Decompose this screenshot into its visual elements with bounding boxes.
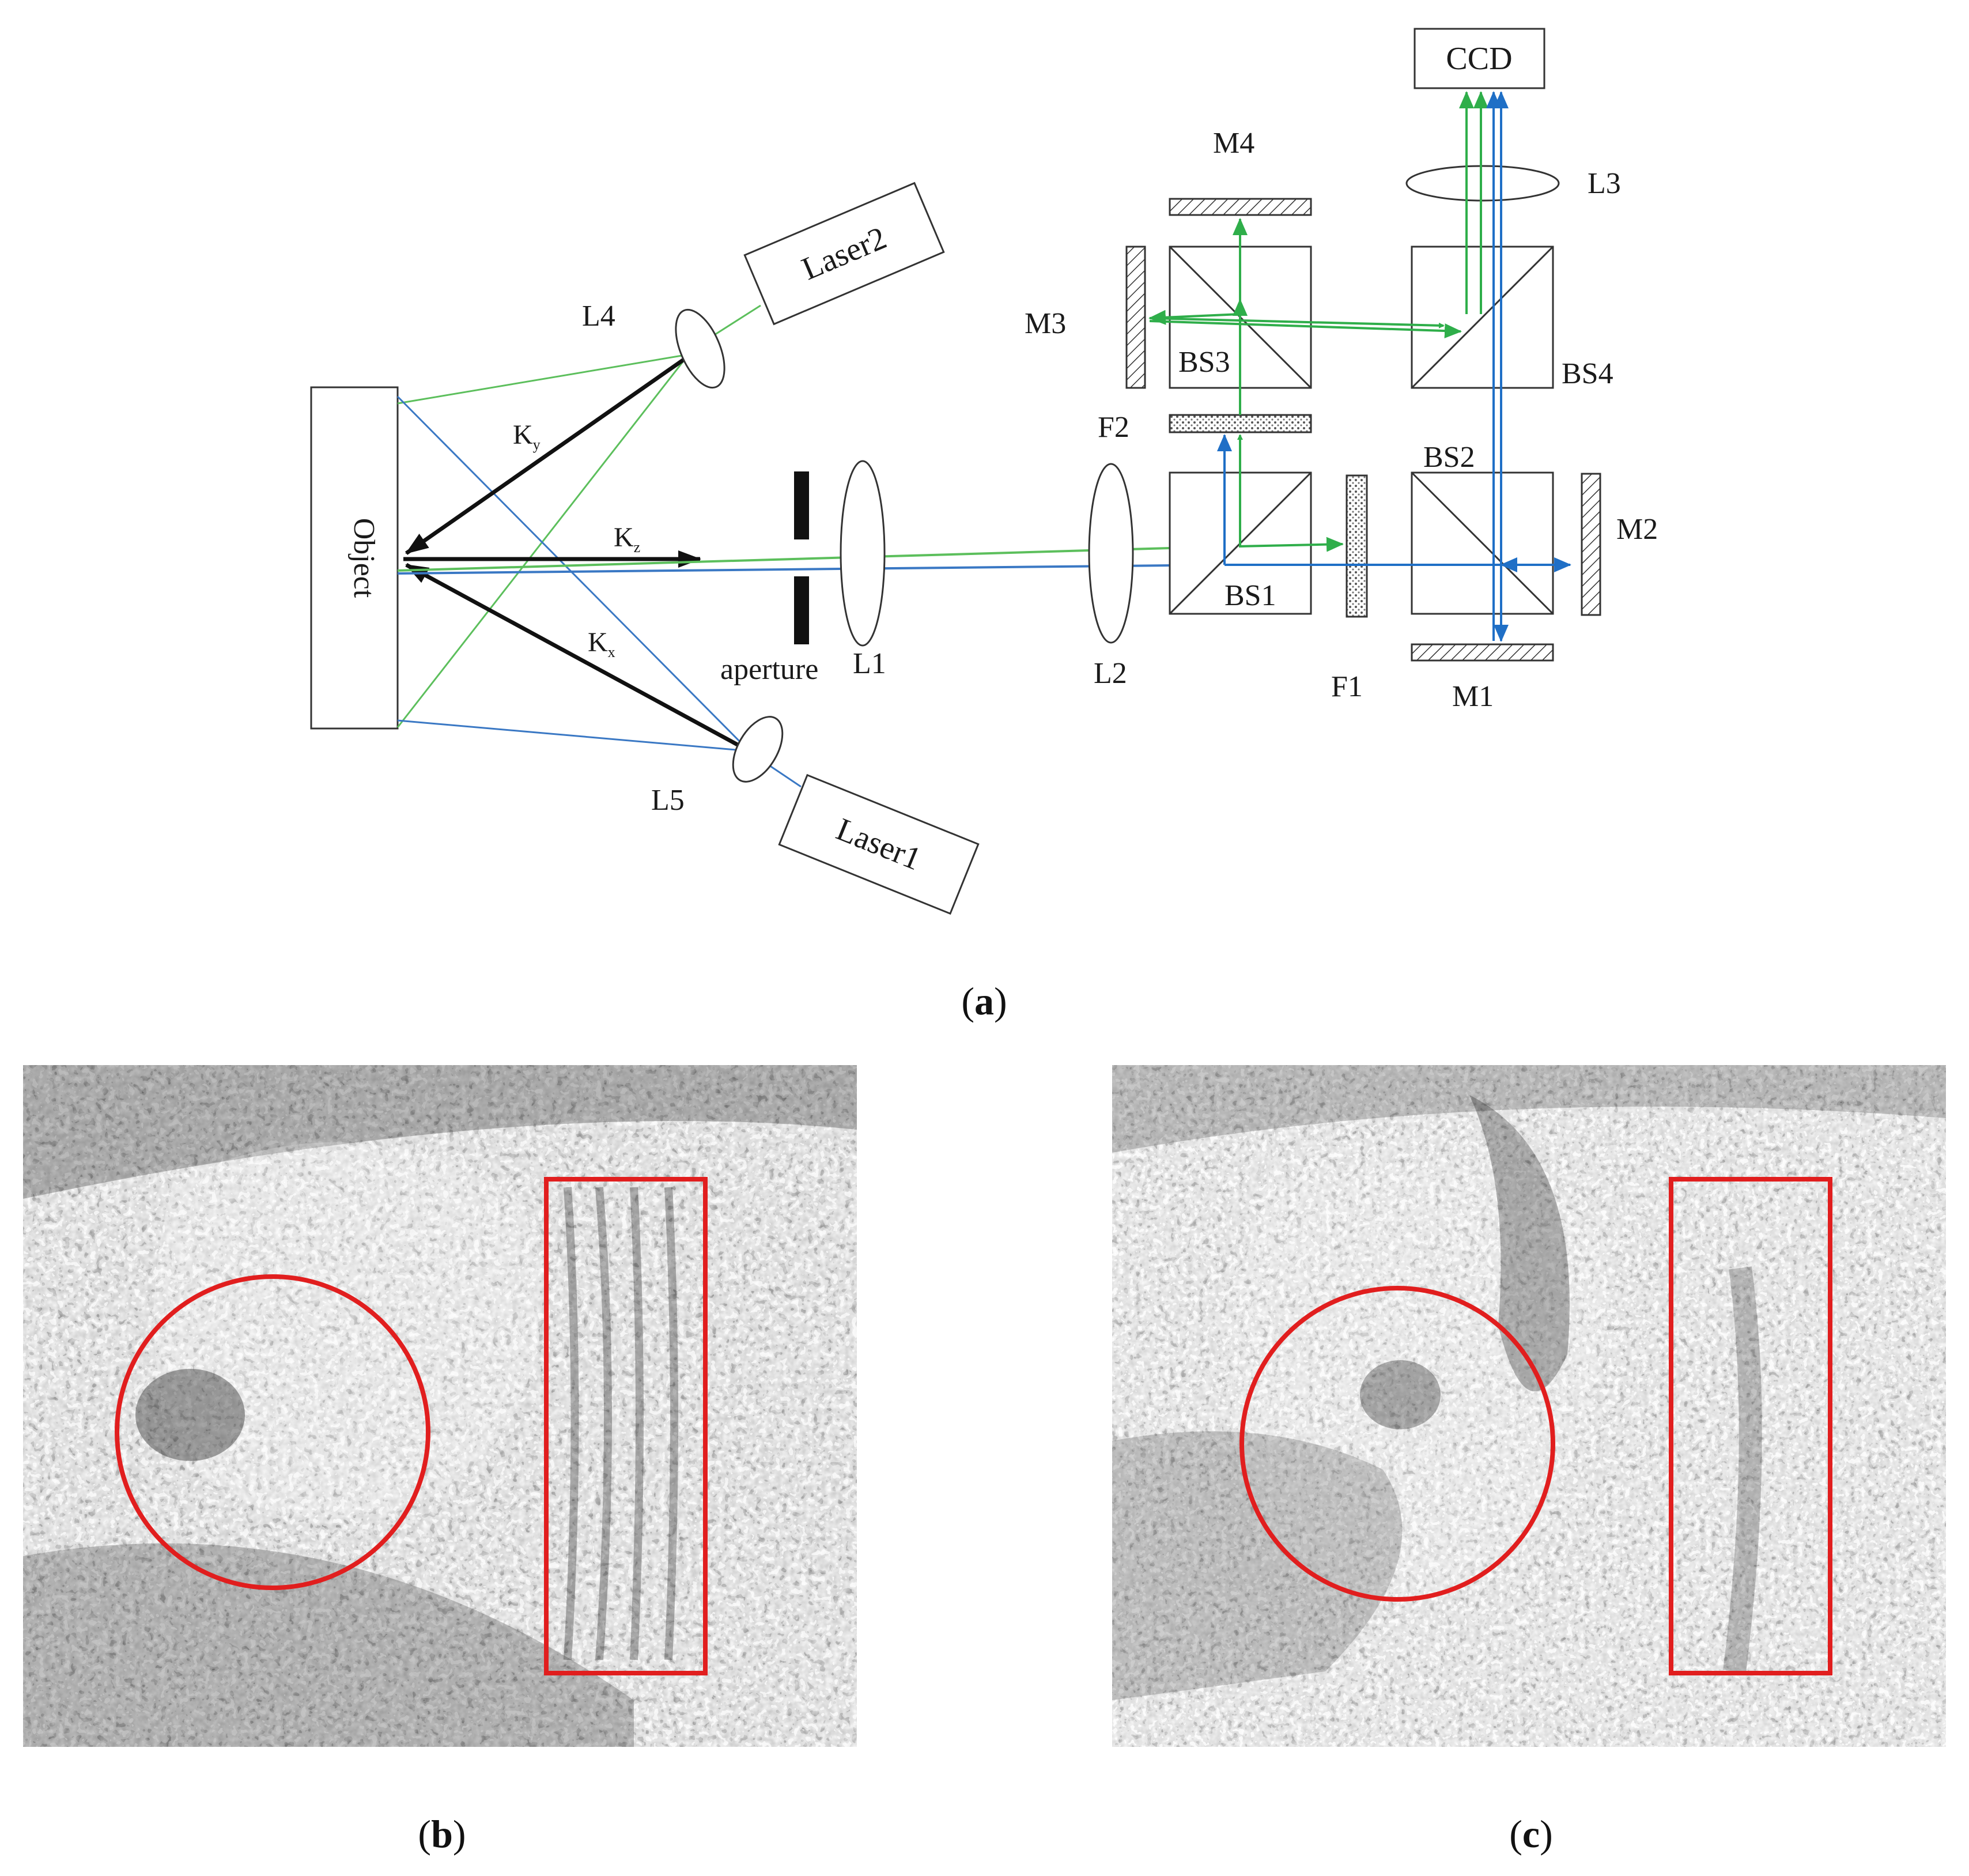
bs2-label: BS2	[1423, 441, 1475, 474]
caption-b: (b)	[418, 1812, 466, 1856]
illumination-beams	[396, 304, 802, 788]
l3-label: L3	[1588, 167, 1621, 200]
l2-label: L2	[1094, 657, 1127, 690]
lens-l5	[732, 716, 784, 783]
object-label: Object	[347, 518, 380, 598]
beam-splitter-bs2: BS2	[1411, 441, 1554, 615]
f1-label: F1	[1331, 670, 1363, 703]
ky-label: Ky	[513, 420, 541, 453]
kx-label: Kx	[588, 627, 615, 660]
laser2: Laser2	[743, 182, 945, 326]
mirror-m4	[1169, 198, 1312, 216]
l1-label: L1	[853, 647, 886, 680]
panel-a-optical-setup: Object Ky Kz Kx Laser2	[310, 28, 1658, 915]
blue-beam-paths	[1217, 91, 1571, 642]
caption-c: (c)	[1509, 1812, 1553, 1856]
caption-a: (a)	[961, 979, 1007, 1023]
ccd-camera: CCD	[1414, 28, 1545, 89]
beam-splitter-bs4: BS4	[1411, 246, 1613, 390]
mirror-m2	[1581, 473, 1601, 616]
m1-label: M1	[1452, 680, 1494, 713]
lens-l1	[840, 460, 886, 647]
m2-label: M2	[1616, 513, 1658, 546]
mirror-m3	[1125, 246, 1146, 389]
panel-c-interferogram	[1112, 1065, 1946, 1747]
lens-l3	[1405, 165, 1560, 202]
ky-arrow	[405, 354, 690, 555]
panel-b-red-circle	[115, 1274, 430, 1590]
bs4-label: BS4	[1562, 357, 1613, 390]
bs3-label: BS3	[1178, 346, 1230, 379]
ccd-label: CCD	[1446, 41, 1512, 77]
laser1: Laser1	[778, 773, 980, 915]
bs1-label: BS1	[1225, 579, 1276, 612]
kx-arrow	[405, 563, 750, 753]
panel-b-interferogram	[23, 1065, 857, 1747]
k-vectors	[403, 354, 750, 753]
filter-f1	[1346, 474, 1368, 618]
panel-c-red-rectangle	[1669, 1177, 1832, 1675]
lens-l2	[1088, 463, 1134, 644]
m3-label: M3	[1025, 307, 1066, 340]
f2-label: F2	[1098, 411, 1129, 444]
l5-label: L5	[651, 784, 685, 817]
filter-f2	[1169, 414, 1312, 433]
aperture: aperture	[720, 471, 818, 686]
kz-label: Kz	[614, 522, 640, 556]
panel-c-red-circle	[1239, 1286, 1555, 1602]
l4-label: L4	[582, 300, 615, 333]
green-beam-paths	[1148, 91, 1488, 552]
aperture-label: aperture	[720, 653, 818, 686]
object: Object	[310, 386, 399, 730]
m4-label: M4	[1213, 127, 1254, 160]
panel-b-red-rectangle	[544, 1177, 708, 1675]
mirror-m1	[1411, 643, 1554, 662]
lens-l4	[675, 308, 725, 389]
